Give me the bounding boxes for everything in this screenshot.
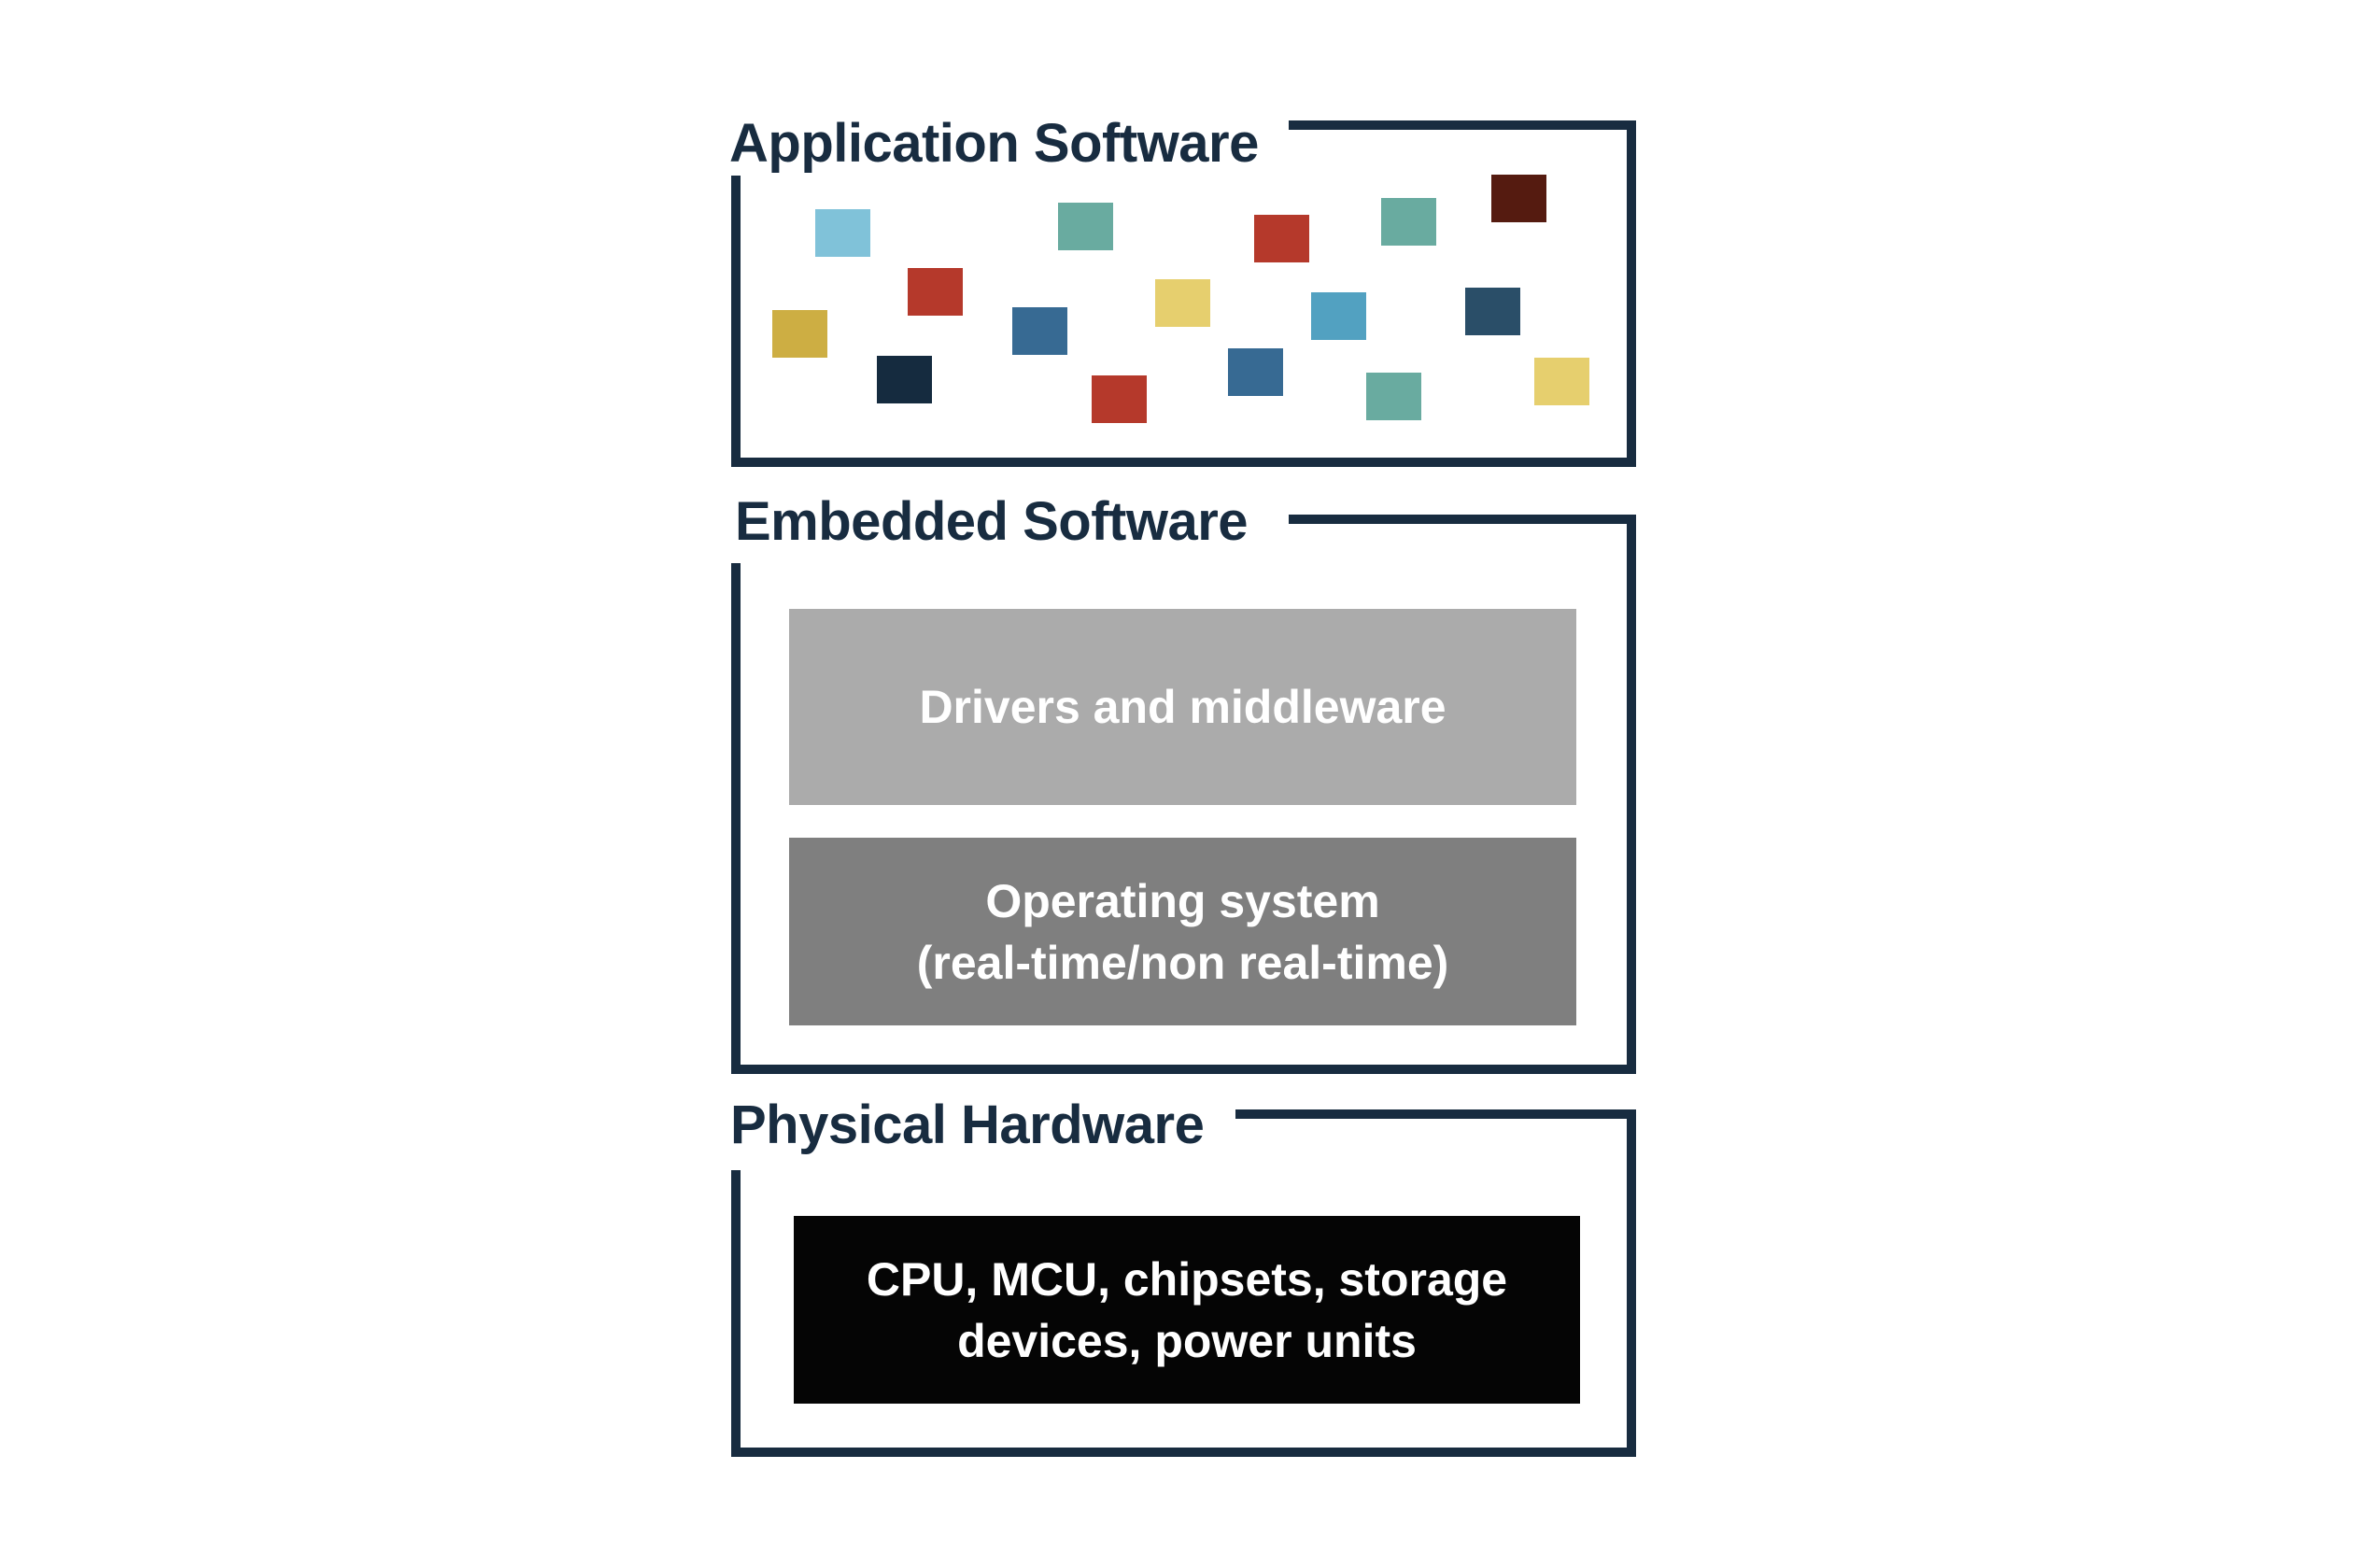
maroon-square	[1491, 175, 1546, 222]
physical-box-border-right	[1627, 1109, 1636, 1457]
yellow-square	[1155, 279, 1210, 327]
cpu-hardware-box: CPU, MCU, chipsets, storage devices, pow…	[794, 1216, 1580, 1404]
steel-blue-square	[1012, 307, 1067, 355]
physical-box-border-top	[1235, 1109, 1636, 1119]
teal-square	[1366, 373, 1421, 420]
navy-square	[877, 356, 932, 403]
application-software-title: Application Software	[729, 113, 1259, 174]
medium-blue-square	[1311, 292, 1366, 340]
application-box-border-top	[1289, 120, 1636, 130]
application-box-border-right	[1627, 120, 1636, 467]
yellow-square	[1534, 358, 1589, 405]
teal-square	[1381, 198, 1436, 246]
drivers-middleware-box: Drivers and middleware	[789, 609, 1576, 805]
drivers-middleware-label: Drivers and middleware	[919, 681, 1447, 733]
physical-box-border-bottom	[731, 1448, 1636, 1457]
red-square	[1254, 215, 1309, 262]
embedded-software-title: Embedded Software	[735, 491, 1249, 552]
red-square	[1092, 375, 1147, 423]
light-blue-square	[815, 209, 870, 257]
embedded-box-border-right	[1627, 515, 1636, 1074]
mustard-square	[772, 310, 827, 358]
dark-slate-square	[1465, 288, 1520, 335]
red-square	[908, 268, 963, 316]
steel-blue-square	[1228, 348, 1283, 396]
physical-hardware-title: Physical Hardware	[730, 1095, 1205, 1155]
application-box-border-left	[731, 176, 741, 467]
operating-system-box: Operating system (real-time/non real-tim…	[789, 838, 1576, 1025]
embedded-box-border-bottom	[731, 1065, 1636, 1074]
embedded-box-border-top	[1289, 515, 1636, 524]
physical-box-border-left	[731, 1170, 741, 1457]
operating-system-label: Operating system (real-time/non real-tim…	[916, 874, 1449, 989]
embedded-box-border-left	[731, 563, 741, 1074]
teal-square	[1058, 203, 1113, 250]
cpu-hardware-label: CPU, MCU, chipsets, storage devices, pow…	[866, 1252, 1508, 1367]
application-box-border-bottom	[731, 458, 1636, 467]
